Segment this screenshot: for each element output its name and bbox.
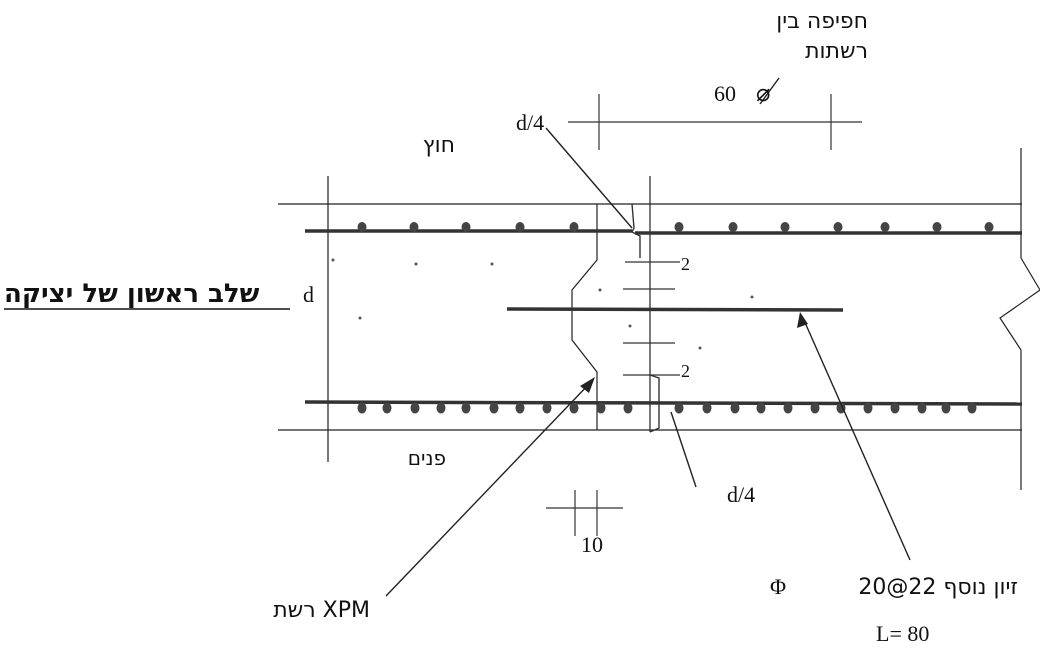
length-label: L= 80 bbox=[876, 621, 929, 646]
rebar-dot bbox=[409, 222, 419, 232]
overlap-label-line2: רשתות bbox=[805, 39, 868, 64]
concrete-speckle bbox=[358, 316, 362, 320]
rebar-dot bbox=[674, 222, 684, 232]
rebar-dot bbox=[880, 222, 890, 232]
rebar-dot bbox=[357, 402, 367, 414]
rebar-dot bbox=[436, 402, 446, 414]
concrete-speckle bbox=[698, 346, 702, 350]
rebar-bars bbox=[304, 229, 1023, 406]
extra-rebar-label: זיון נוסף 22@20 bbox=[858, 575, 1018, 600]
inside-label: פנים bbox=[408, 446, 446, 470]
rebar-dot bbox=[569, 222, 579, 232]
d4-top-leader bbox=[545, 127, 633, 229]
rebar-dot bbox=[984, 222, 994, 232]
stage-title: שלב ראשון של יציקה bbox=[4, 279, 260, 309]
extra-rebar-leader bbox=[802, 317, 911, 561]
concrete-speckle bbox=[598, 288, 602, 292]
rebar-dot bbox=[833, 222, 843, 232]
bottom-bracket bbox=[649, 374, 660, 433]
top-rebar-dots bbox=[357, 222, 994, 232]
offset-bottom-label: 2 bbox=[681, 361, 690, 381]
concrete-speckle bbox=[331, 258, 335, 262]
thickness-label: d bbox=[303, 282, 314, 307]
overlap-label-line1: חפיפה בין bbox=[776, 9, 868, 34]
overlap-slash bbox=[759, 77, 780, 105]
rebar-dot bbox=[810, 402, 820, 414]
bottom-rebar-dots bbox=[357, 402, 977, 414]
extra-rebar-arrowhead bbox=[797, 312, 808, 328]
outside-label: חוץ bbox=[423, 133, 455, 158]
rebar-dot bbox=[756, 402, 766, 414]
rebar-dot bbox=[674, 402, 684, 414]
overlap-dimension bbox=[568, 94, 862, 150]
arrowheads bbox=[580, 312, 808, 393]
rebar-symbol: Φ bbox=[770, 574, 786, 599]
rebar-dot bbox=[515, 222, 525, 232]
rebar-dot bbox=[461, 402, 471, 414]
rebar-dot bbox=[542, 402, 552, 414]
rebar-dot bbox=[932, 222, 942, 232]
rebar-dot bbox=[382, 402, 392, 414]
rebar-dot bbox=[730, 402, 740, 414]
xpm-mesh-label: רשת XPM bbox=[273, 598, 370, 623]
concrete-speckles bbox=[331, 258, 754, 350]
d4-bottom-leader bbox=[670, 411, 697, 488]
d-over-4-top-label: d/4 bbox=[516, 110, 544, 135]
d-over-4-bottom-label: d/4 bbox=[727, 482, 755, 507]
rebar-dot bbox=[596, 402, 606, 414]
rebar-dot bbox=[357, 222, 367, 232]
rebar-dot bbox=[890, 402, 900, 414]
construction-joint-profile bbox=[571, 204, 598, 430]
rebar-dot bbox=[569, 402, 579, 414]
middle-extra-rebar bbox=[506, 307, 844, 312]
xpm-leader bbox=[385, 381, 592, 597]
break-line bbox=[999, 148, 1040, 490]
gap-dimension bbox=[546, 490, 623, 536]
rebar-dot bbox=[917, 402, 927, 414]
bottom-rebar bbox=[304, 400, 1023, 406]
diameter-symbol: ⌀ bbox=[756, 81, 770, 107]
rebar-dot bbox=[967, 402, 977, 414]
concrete-speckle bbox=[750, 295, 754, 299]
rebar-dot bbox=[941, 402, 951, 414]
rebar-dot bbox=[515, 402, 525, 414]
concrete-speckle bbox=[628, 324, 632, 328]
concrete-speckle bbox=[414, 262, 418, 266]
rebar-dot bbox=[702, 402, 712, 414]
rebar-dot bbox=[410, 402, 420, 414]
xpm-arrowhead bbox=[580, 377, 595, 393]
rebar-dot bbox=[780, 222, 790, 232]
rebar-dot bbox=[728, 222, 738, 232]
rebar-dot bbox=[623, 402, 633, 414]
slab-outline bbox=[278, 148, 1040, 490]
rebar-dot bbox=[489, 402, 499, 414]
rebar-dot bbox=[863, 402, 873, 414]
offset-ticks bbox=[623, 261, 680, 376]
gap-value: 10 bbox=[581, 532, 603, 557]
leader-lines bbox=[385, 77, 911, 597]
rebar-dot bbox=[461, 222, 471, 232]
offset-top-label: 2 bbox=[681, 254, 690, 274]
top-bracket bbox=[631, 203, 660, 433]
rebar-dot bbox=[783, 402, 793, 414]
overlap-value: 60 bbox=[714, 81, 736, 106]
concrete-speckle bbox=[490, 262, 494, 266]
